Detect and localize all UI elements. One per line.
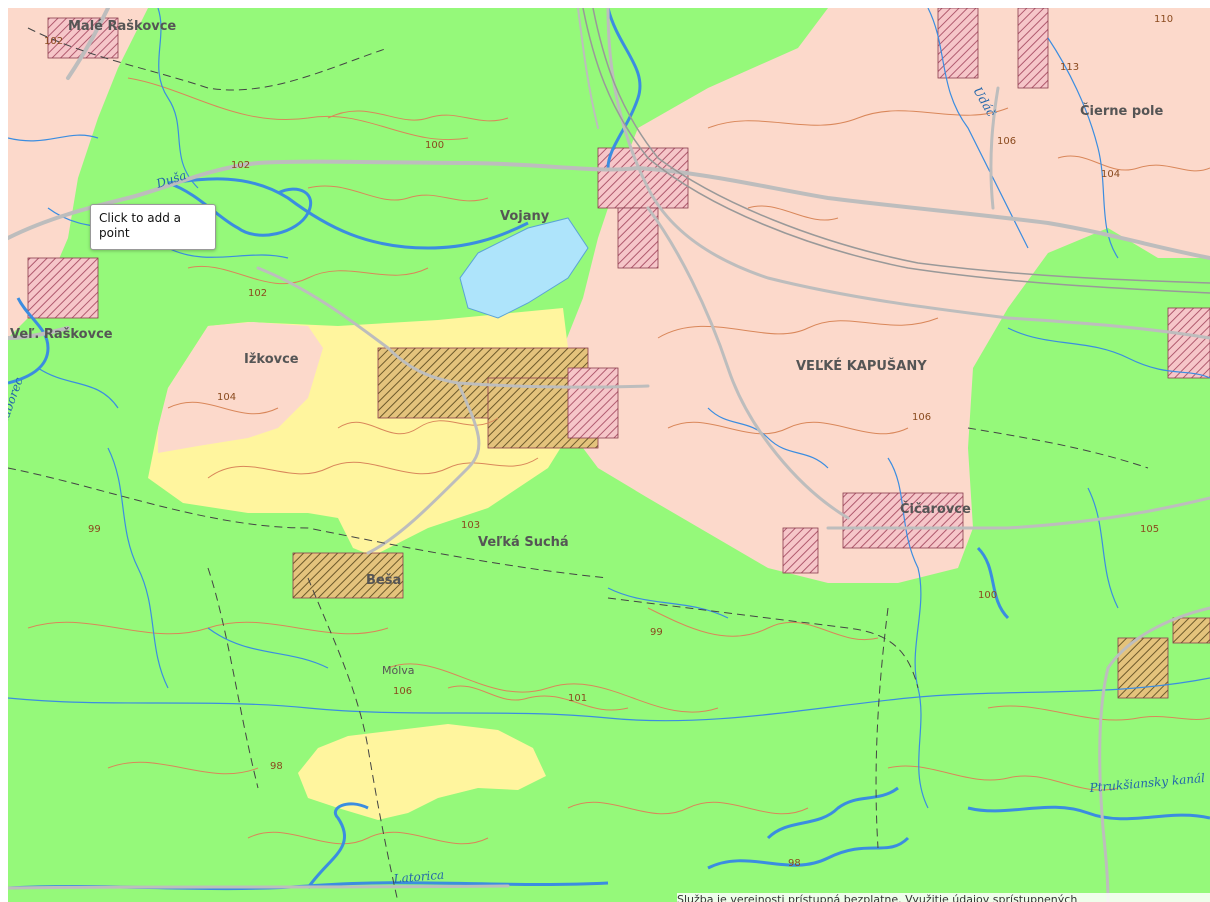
- label-izkovce: Ižkovce: [244, 352, 299, 367]
- svg-text:105: 105: [1140, 524, 1159, 535]
- reservoir-vojany[interactable]: [459, 217, 589, 319]
- label-vojany: Vojany: [500, 209, 550, 224]
- svg-text:100: 100: [425, 140, 444, 151]
- svg-text:99: 99: [88, 524, 101, 535]
- map-attribution: Služba je verejnosti prístupná bezplatne…: [677, 893, 1210, 902]
- svg-text:106: 106: [393, 686, 412, 697]
- svg-text:102: 102: [231, 160, 250, 171]
- svg-text:100: 100: [978, 590, 997, 601]
- label-molva: Mólva: [382, 664, 415, 677]
- label-dusa: Duša: [154, 168, 188, 191]
- add-point-tooltip: Click to add a point: [90, 204, 216, 250]
- contour-lines: [27, 77, 1210, 845]
- svg-text:106: 106: [997, 136, 1016, 147]
- railway: [582, 8, 1210, 294]
- field-area-molva: [298, 724, 546, 820]
- label-velke-kapusany: VEĽKÉ KAPUŠANY: [796, 358, 927, 374]
- svg-text:102: 102: [44, 36, 63, 47]
- settlement-area-velke-kapusany: [563, 8, 1210, 583]
- svg-text:98: 98: [270, 761, 283, 772]
- map-canvas[interactable]: Malé Raškovce Veľ. Raškovce Ižkovce Voja…: [8, 8, 1210, 902]
- label-male-raskovce: Malé Raškovce: [68, 19, 176, 34]
- svg-text:103: 103: [461, 520, 480, 531]
- svg-text:113: 113: [1060, 62, 1079, 73]
- svg-text:104: 104: [217, 392, 236, 403]
- svg-text:101: 101: [568, 693, 587, 704]
- label-cicarovce: Čičarovce: [900, 501, 971, 517]
- svg-text:104: 104: [1101, 169, 1120, 180]
- building-clusters: [27, 8, 1210, 699]
- label-ptruksiansky-kanal: Ptrukšiansky kanál: [1088, 771, 1206, 795]
- settlement-area-izkovce: [158, 322, 323, 453]
- elevation-labels: 110 113 106 104 100 102 102 104 106 99 1…: [44, 14, 1173, 869]
- label-velka-sucha: Veľká Suchá: [478, 535, 569, 550]
- roads: [8, 8, 1210, 902]
- label-cierne-pole: Čierne pole: [1080, 103, 1164, 119]
- svg-text:106: 106: [912, 412, 931, 423]
- label-besa: Beša: [366, 573, 401, 588]
- label-latorica: Latorica: [392, 868, 445, 886]
- svg-text:98: 98: [788, 858, 801, 869]
- svg-text:110: 110: [1154, 14, 1173, 25]
- label-vel-raskovce: Veľ. Raškovce: [10, 327, 113, 342]
- svg-text:99: 99: [650, 627, 663, 638]
- svg-text:102: 102: [248, 288, 267, 299]
- label-laborec: Laborec: [8, 375, 26, 428]
- administrative-boundaries: [8, 27, 1149, 902]
- settlement-area-northwest: [8, 8, 148, 338]
- map-drawing[interactable]: Malé Raškovce Veľ. Raškovce Ižkovce Voja…: [8, 8, 1210, 902]
